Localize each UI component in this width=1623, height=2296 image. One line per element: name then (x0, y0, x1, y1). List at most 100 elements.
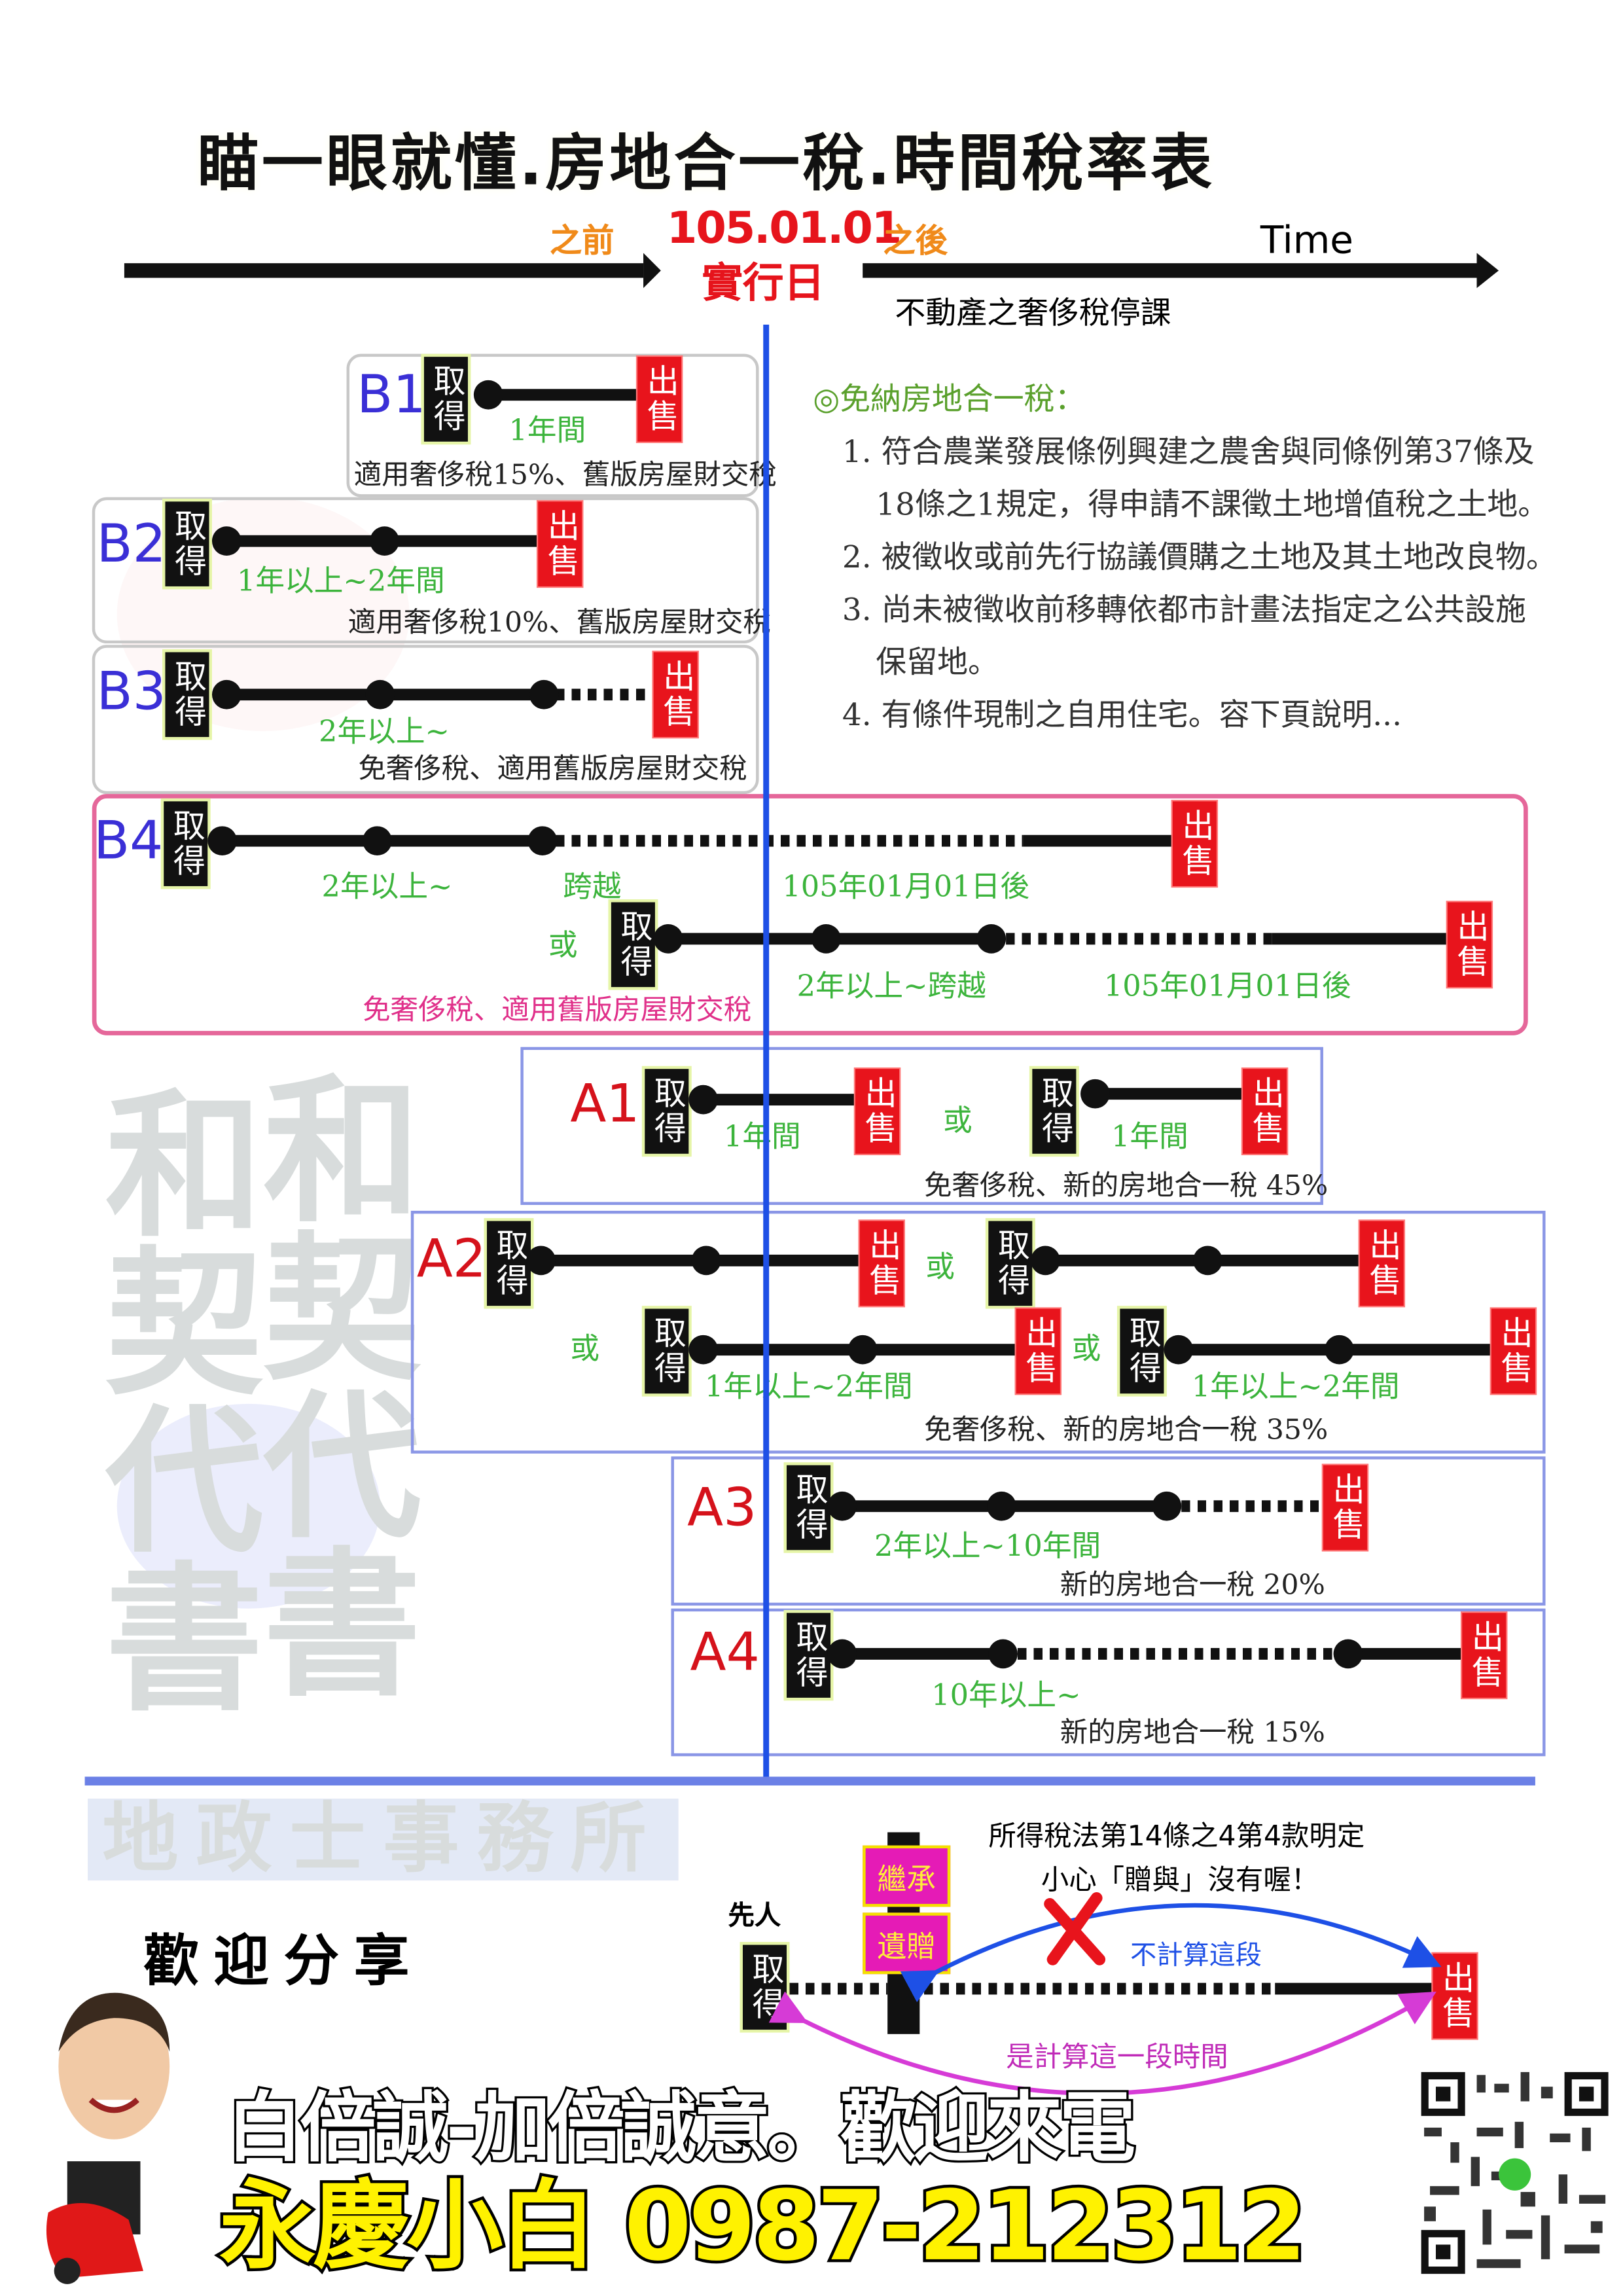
counted-label: 是計算這一段時間 (1006, 2041, 1228, 2074)
hold-dashed-line (555, 689, 652, 701)
sell-box: 出售 (1172, 801, 1217, 886)
hold-line (1347, 1647, 1463, 1660)
period-label: 1年以上~2年間 (704, 1369, 913, 1404)
rule-b1 (346, 353, 759, 497)
period-label: 1年以上~2年間 (236, 563, 445, 598)
avatar (46, 1992, 170, 2284)
contact-banner: 永慶小白 0987-212312 (217, 2170, 1310, 2283)
exempt-item: 18條之1規定，得申請不課徵土地增值稅之土地。 (876, 486, 1549, 522)
period-label: 1年間 (508, 412, 586, 448)
time-arrow (124, 253, 1499, 289)
hold-dashed-line (555, 834, 1024, 847)
tax-caption: 新的房地合一稅 15% (1060, 1716, 1325, 1749)
after-date-label: 105年01月01日後 (782, 869, 1030, 904)
watermark-name: 和契代書 (79, 1082, 262, 1714)
period-label: 2年以上~10年間 (874, 1528, 1101, 1564)
tax-caption: 適用奢侈稅15%、舊版房屋財交稅 (353, 459, 777, 492)
sell-box: 出售 (653, 652, 698, 738)
cross-icon (1044, 1892, 1106, 1965)
luxury-tax-note: 不動產之奢侈稅停課 (895, 295, 1171, 331)
period-label: 2年以上~跨越 (796, 968, 986, 1003)
sell-box: 出售 (1462, 1613, 1507, 1698)
tax-caption: 適用奢侈稅10%、舊版房屋財交稅 (348, 607, 771, 639)
acquire-box: 取得 (1032, 1069, 1077, 1154)
hold-dashed-line (1181, 1500, 1323, 1513)
time-dot (987, 1491, 1016, 1521)
time-dot (1080, 1079, 1110, 1109)
not-counted-label: 不計算這段 (1130, 1940, 1262, 1971)
qr-code-icon[interactable] (1418, 2069, 1612, 2277)
time-label: Time (1260, 219, 1354, 264)
tax-caption: 免奢侈稅、新的房地合一稅 45% (924, 1170, 1329, 1202)
hold-line (488, 389, 638, 401)
law-note: 所得稅法第14條之4第4款明定 (988, 1820, 1365, 1853)
or-label: 或 (548, 927, 578, 963)
sell-box: 出售 (538, 501, 582, 586)
rule-id: A2 (416, 1229, 486, 1290)
period-label: 2年以上~ (321, 869, 453, 904)
sell-box: 出售 (1243, 1069, 1287, 1154)
time-dot (1031, 1246, 1060, 1276)
hold-line (1095, 1088, 1243, 1100)
time-dot (811, 924, 841, 954)
tax-caption: 新的房地合一稅 20% (1060, 1569, 1325, 1602)
tax-caption: 免奢侈稅、新的房地合一稅 35% (924, 1414, 1329, 1446)
watermark-name-2: 和契代書 (236, 1067, 420, 1700)
acquire-box: 取得 (786, 1613, 831, 1698)
sell-box: 出售 (1359, 1221, 1404, 1306)
hold-line (842, 1647, 1003, 1660)
exempt-heading: ◎免納房地合一稅： (813, 382, 1086, 417)
exempt-item: 1. 符合農業發展條例興建之農舍與同條例第37條及 (842, 434, 1535, 470)
time-dot (988, 1639, 1018, 1669)
time-dot (365, 679, 395, 709)
exempt-item: 3. 尚未被徵收前移轉依都市計畫法指定之公共設施 (842, 592, 1526, 628)
exempt-list: ◎免納房地合一稅： 1. 符合農業發展條例興建之農舍與同條例第37條及 18條之… (813, 373, 1557, 742)
before-label: 之前 (550, 222, 615, 260)
time-dot (688, 1085, 718, 1115)
acquire-box: 取得 (165, 501, 209, 586)
time-dot (211, 526, 241, 556)
acquire-box: 取得 (423, 357, 468, 442)
time-dot (211, 679, 241, 709)
time-dot (1325, 1335, 1354, 1365)
rule-id: A4 (690, 1623, 760, 1683)
sell-box: 出售 (637, 357, 682, 442)
time-dot (688, 1335, 718, 1365)
rule-a3 (671, 1456, 1546, 1606)
hold-line (1023, 834, 1173, 847)
effective-date-line (763, 324, 770, 1778)
time-dot (527, 826, 558, 856)
hold-line (1272, 933, 1448, 945)
time-dot (363, 826, 392, 856)
line-logo-icon (1499, 2158, 1531, 2191)
time-dot (1152, 1491, 1182, 1521)
time-dot (827, 1491, 857, 1521)
effective-date: 105.01.01 (666, 203, 902, 255)
hold-line (703, 1094, 856, 1106)
acquire-box: 取得 (645, 1308, 689, 1394)
sell-box: 出售 (859, 1221, 904, 1306)
or-label: 或 (1071, 1331, 1101, 1366)
tax-caption: 免奢侈稅、適用舊版房屋財交稅 (358, 753, 747, 785)
acquire-box: 取得 (165, 652, 209, 738)
sell-box: 出售 (1447, 902, 1491, 988)
cross-label: 跨越 (563, 869, 622, 904)
exempt-item: 4. 有條件現制之自用住宅。容下頁說明... (842, 697, 1402, 733)
share-label: 歡迎分享 (143, 1927, 424, 1994)
rule-id: B4 (93, 811, 164, 872)
period-label: 1年間 (1111, 1119, 1188, 1154)
time-dot (529, 679, 559, 709)
acquire-box: 取得 (988, 1221, 1033, 1306)
watermark-office: 地政士事務所 (88, 1799, 679, 1881)
sell-box: 出售 (1323, 1465, 1367, 1551)
acquire-box: 取得 (164, 801, 208, 886)
after-label: 之後 (883, 222, 948, 260)
rule-id: B2 (96, 514, 166, 575)
time-dot (473, 380, 503, 410)
hold-dashed-line (1018, 1647, 1348, 1660)
page-title: 瞄一眼就懂.房地合一稅.時間稅率表 (197, 127, 1215, 199)
time-dot (1193, 1246, 1222, 1276)
period-label: 1年以上~2年間 (1191, 1369, 1400, 1404)
inherit-box: 繼承 (863, 1845, 951, 1907)
